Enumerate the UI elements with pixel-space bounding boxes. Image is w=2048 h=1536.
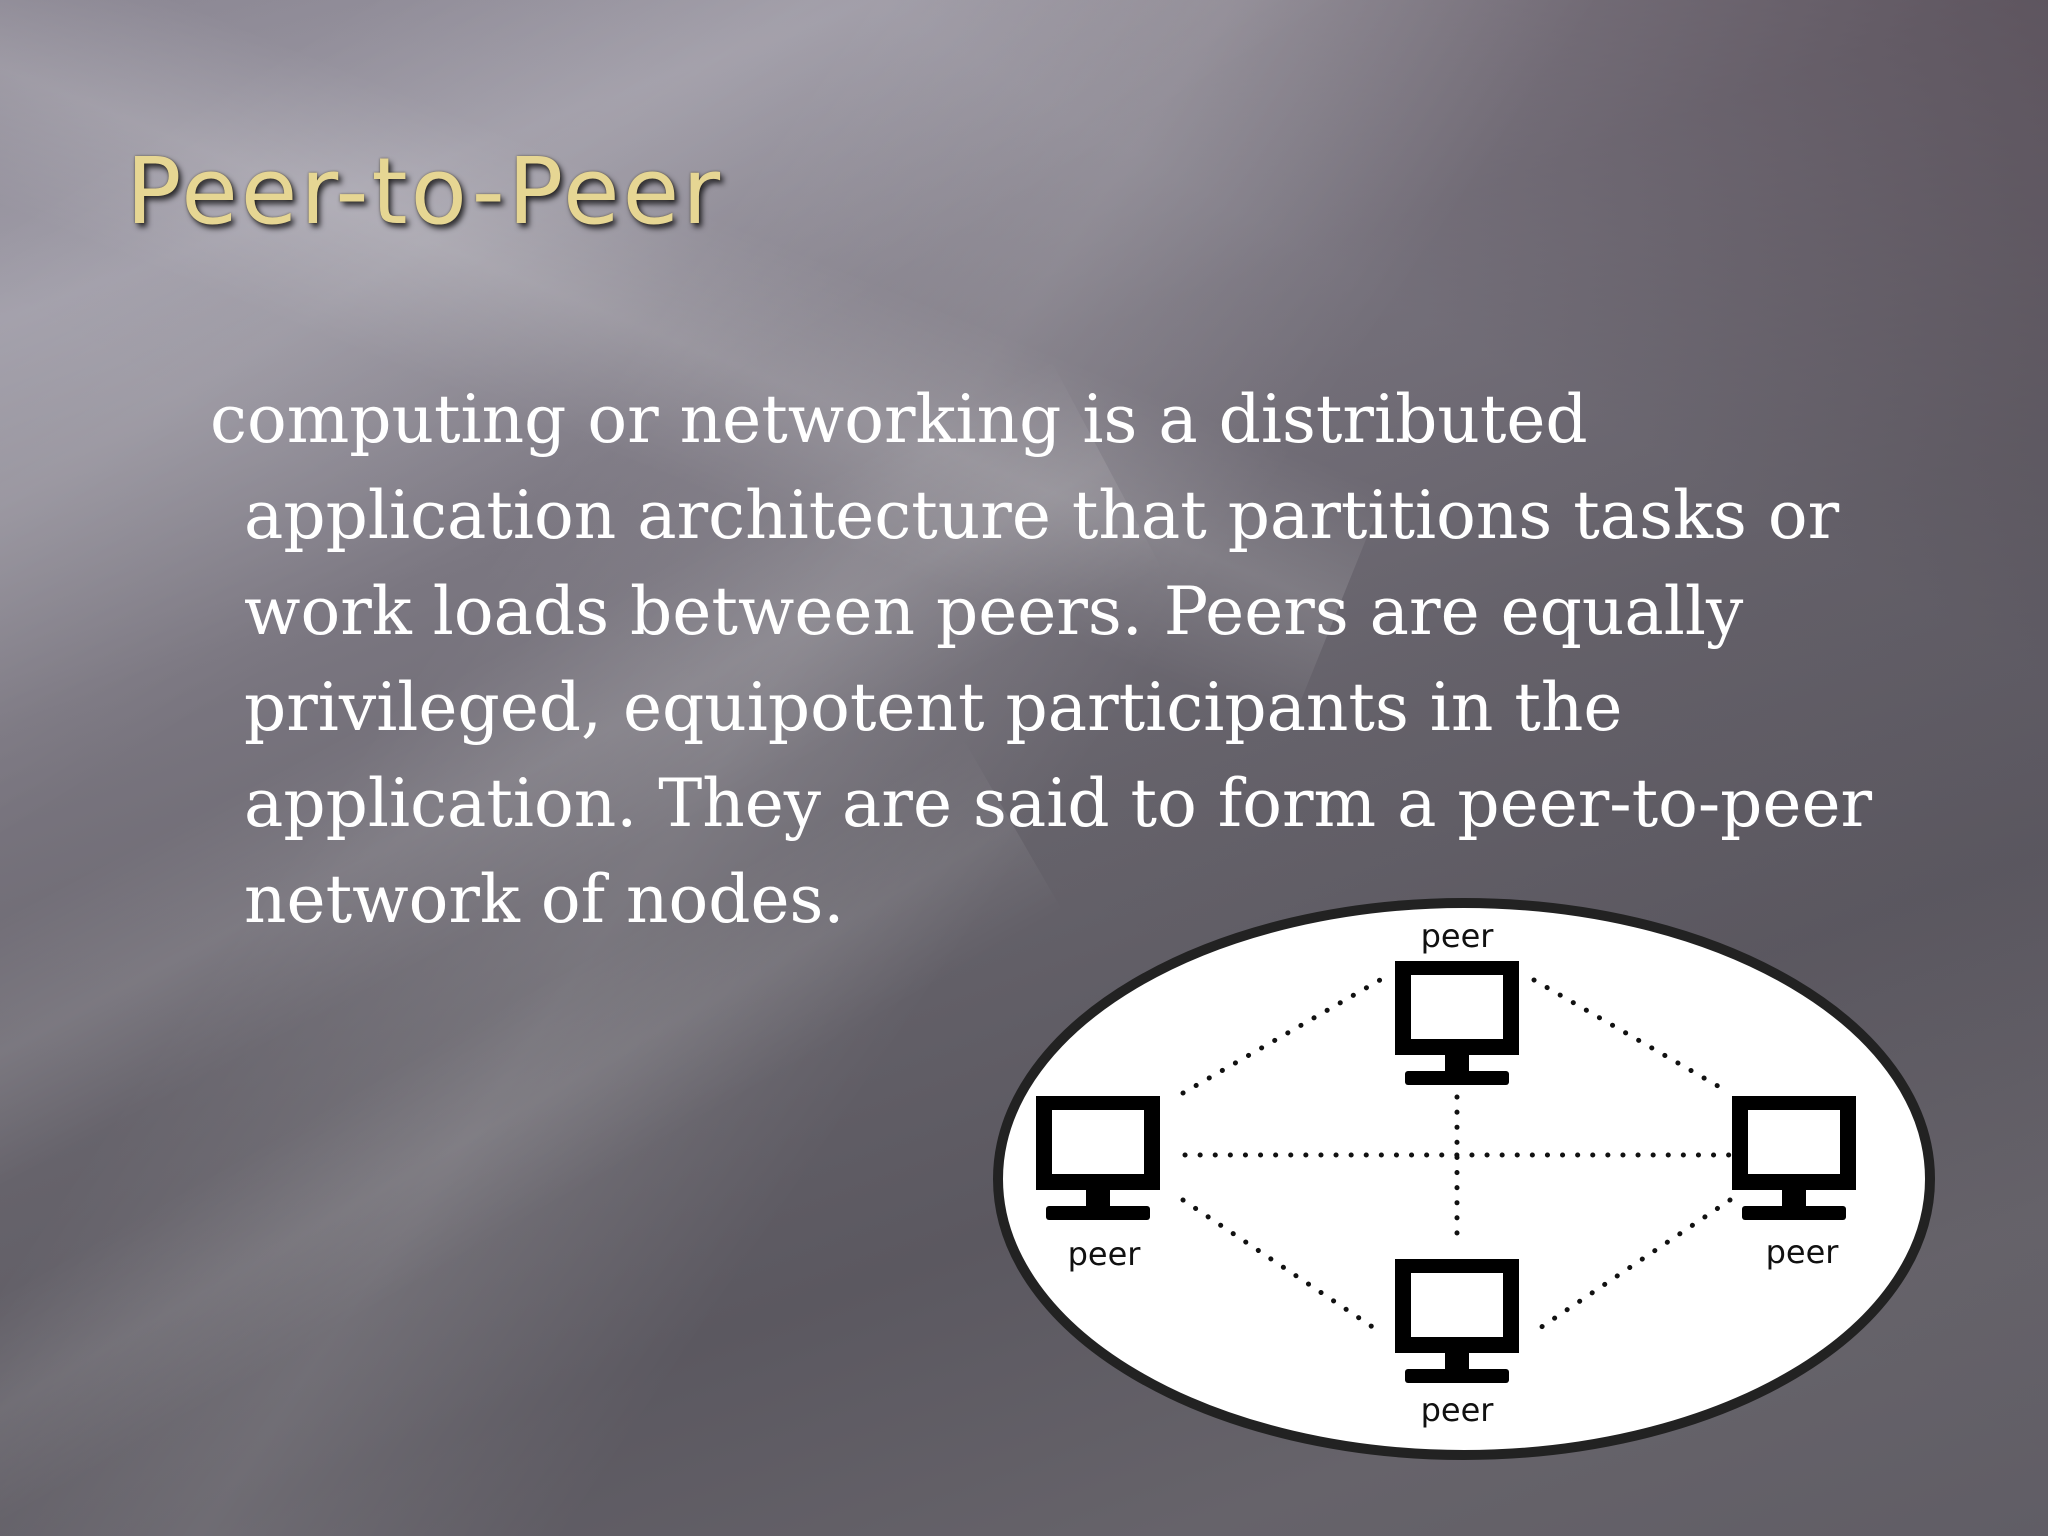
connection-line-left-bottom — [1180, 1197, 1383, 1335]
slide-title: Peer-to-Peer — [126, 138, 724, 245]
network-ellipse — [993, 898, 1935, 1460]
peer-label-right: peer — [1766, 1233, 1840, 1271]
peer-label-top: peer — [1421, 917, 1495, 955]
connection-lines — [1180, 977, 1733, 1335]
slide-body-text: computing or networking is a distributed… — [210, 381, 1873, 938]
p2p-network-diagram-svg: peer peer peer peer — [993, 898, 1935, 1460]
peer-label-bottom: peer — [1421, 1391, 1495, 1429]
p2p-network-diagram: peer peer peer peer — [980, 885, 1950, 1465]
peer-label-left: peer — [1068, 1235, 1142, 1273]
connection-line-right-bottom — [1531, 1197, 1733, 1335]
